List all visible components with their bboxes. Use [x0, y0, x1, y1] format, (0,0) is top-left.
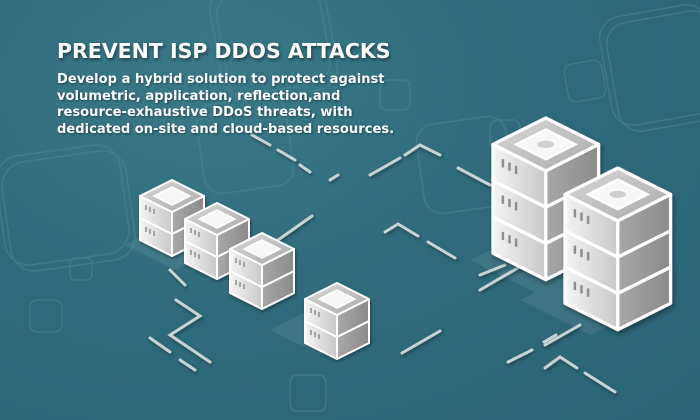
network-lines: [148, 133, 617, 394]
description-line: volumetric, application, reflection,and: [57, 88, 341, 104]
description-line: Develop a hybrid solution to protect aga…: [57, 72, 385, 87]
server-stack-icon: [491, 116, 601, 282]
description: Develop a hybrid solution to protect aga…: [57, 72, 477, 138]
description-line: resource-exhaustive DDoS threats, with: [57, 105, 353, 121]
description-line: dedicated on-site and cloud-based resour…: [57, 121, 395, 137]
server-stack-icon: [304, 282, 370, 360]
server-stack-icon: [229, 232, 295, 310]
server-stack-icon: [563, 166, 673, 332]
headline: PREVENT ISP DDOS ATTACKS: [57, 39, 391, 63]
